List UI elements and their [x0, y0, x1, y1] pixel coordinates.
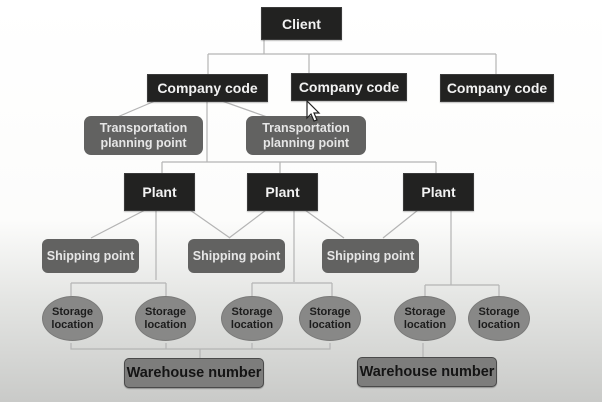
storage-location-node-1: Storage location [42, 296, 103, 341]
warehouse-number-label: Warehouse number [359, 364, 495, 380]
storage-location-node-5: Storage location [394, 296, 456, 341]
plant-node-3: Plant [403, 173, 474, 211]
storage-location-label: Storage location [308, 305, 352, 331]
storage-location-node-6: Storage location [468, 296, 530, 341]
plant-label: Plant [142, 184, 177, 200]
company-code-label: Company code [157, 80, 258, 96]
storage-location-label: Storage location [51, 305, 94, 331]
connector-plant3 [382, 209, 452, 285]
transportation-planning-point-node-1: Transportation planning point [84, 116, 203, 155]
company-code-label: Company code [298, 79, 400, 95]
plant-node-2: Plant [247, 173, 318, 211]
storage-location-node-3: Storage location [221, 296, 283, 341]
plant-label: Plant [265, 184, 300, 200]
shipping-point-node-3: Shipping point [322, 239, 419, 273]
company-code-node-1: Company code [147, 74, 268, 102]
warehouse-number-node-2: Warehouse number [357, 357, 497, 387]
storage-location-label: Storage location [403, 305, 447, 331]
connector-company-tpp [114, 100, 271, 119]
connector-company-plants [161, 101, 437, 174]
shipping-point-label: Shipping point [326, 249, 415, 263]
storage-location-node-2: Storage location [135, 296, 196, 341]
tpp-label: Transportation planning point [99, 120, 188, 150]
shipping-point-node-1: Shipping point [42, 239, 139, 273]
client-node: Client [261, 7, 342, 40]
mouse-cursor-icon [306, 100, 321, 122]
shipping-point-label: Shipping point [192, 249, 281, 263]
storage-location-label: Storage location [144, 305, 187, 331]
connector-storage-plant3 [424, 284, 500, 297]
warehouse-number-node-1: Warehouse number [124, 358, 264, 388]
plant-node-1: Plant [124, 173, 195, 211]
company-code-node-2: Company code [291, 73, 407, 101]
connector-client-company [207, 40, 497, 74]
transportation-planning-point-node-2: Transportation planning point [246, 116, 366, 155]
company-code-label: Company code [446, 80, 548, 96]
storage-location-node-4: Storage location [299, 296, 361, 341]
tpp-label: Transportation planning point [262, 120, 350, 150]
shipping-point-node-2: Shipping point [188, 239, 285, 273]
warehouse-number-label: Warehouse number [126, 365, 262, 381]
connector-storage-plant2 [251, 282, 333, 297]
client-label: Client [282, 15, 321, 32]
company-code-node-3: Company code [440, 74, 554, 102]
storage-location-label: Storage location [477, 305, 521, 331]
plant-label: Plant [421, 184, 456, 200]
storage-location-label: Storage location [230, 305, 274, 331]
connector-storage-plant1 [70, 282, 167, 297]
shipping-point-label: Shipping point [46, 249, 135, 263]
connector-plant2 [228, 209, 345, 282]
connector-warehouse1 [70, 343, 331, 360]
connector-plant1 [90, 209, 231, 280]
